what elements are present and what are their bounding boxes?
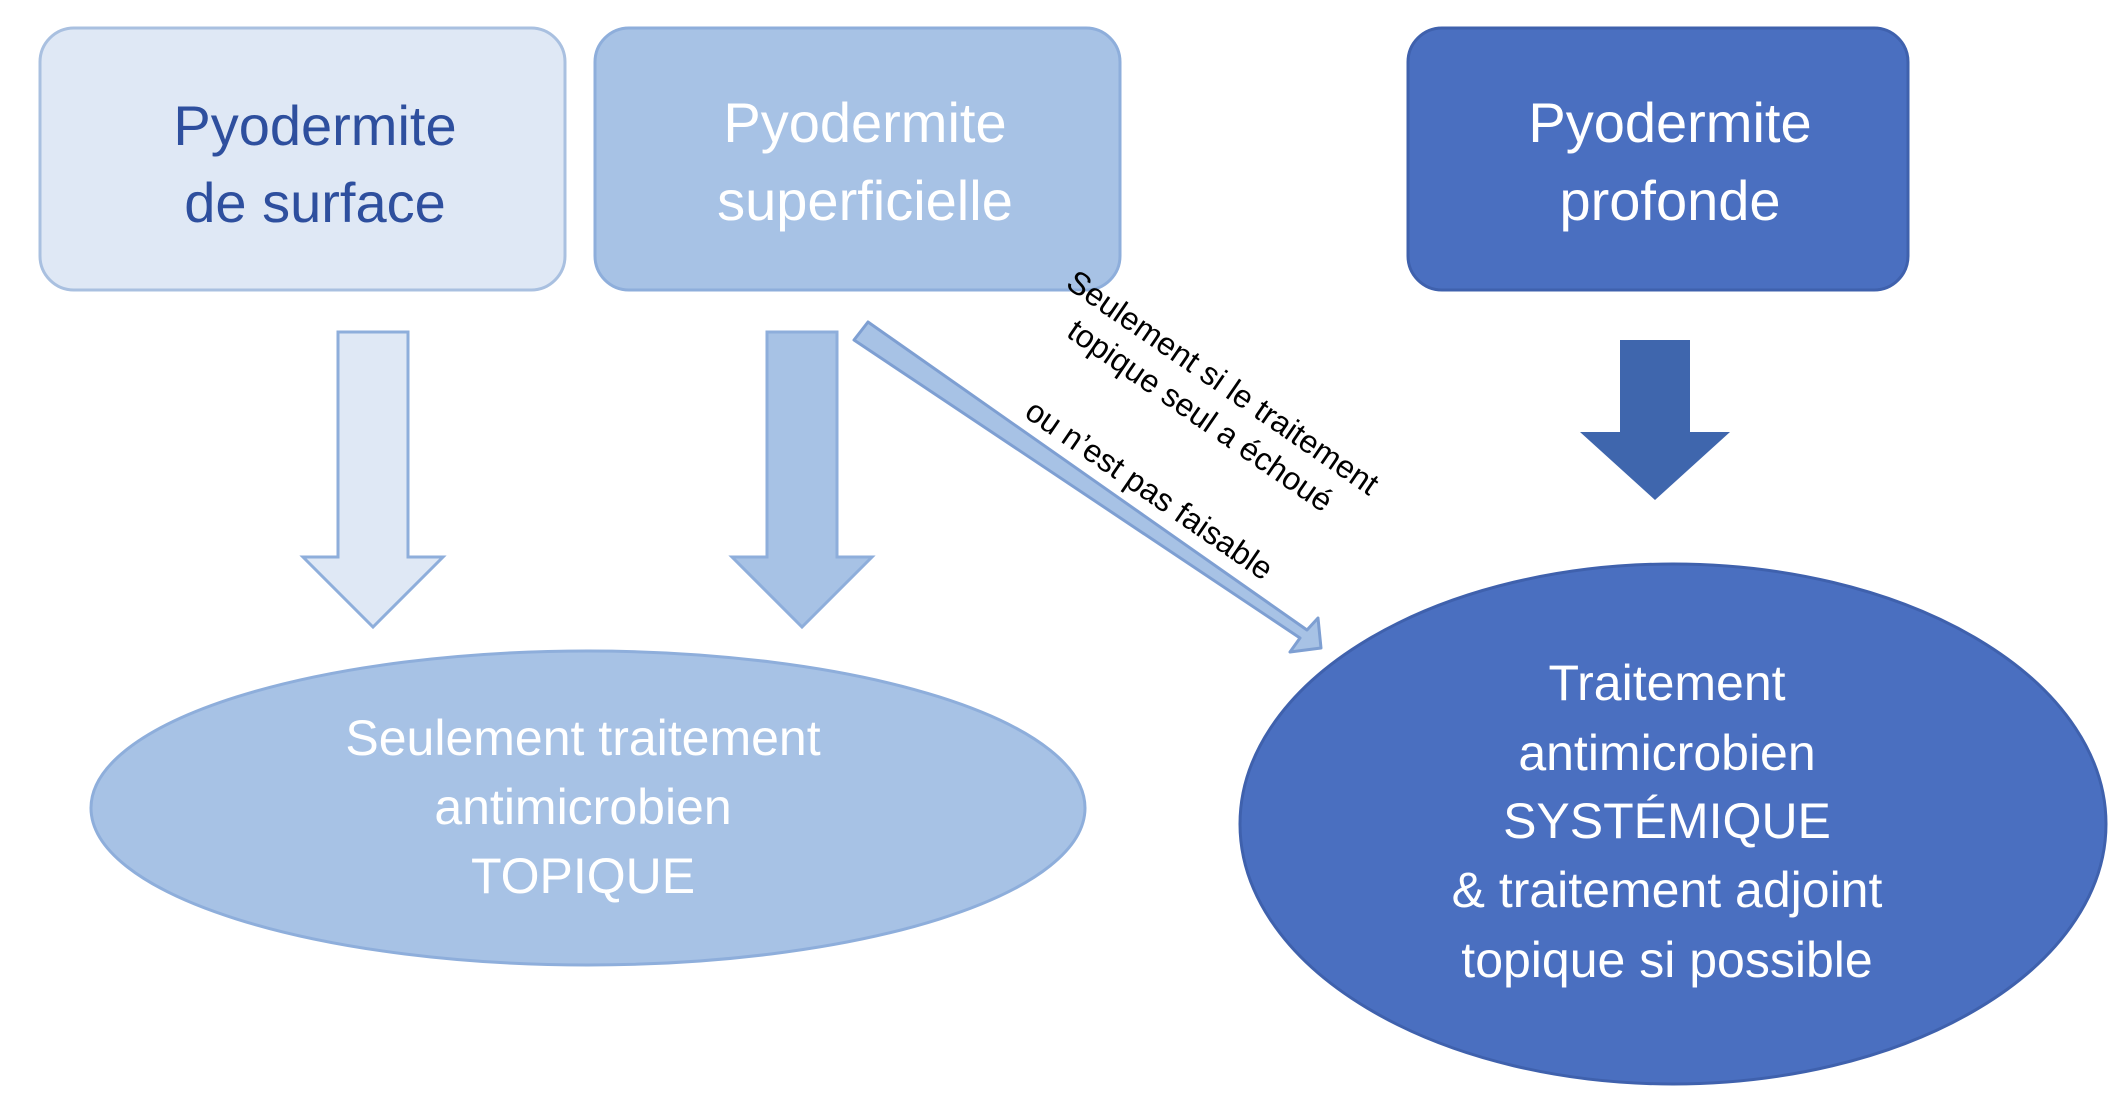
outcome-topical-shape bbox=[89, 649, 1087, 967]
arrow-surface-to-topical bbox=[299, 330, 447, 630]
outcome-topical-line1: Seulement traitement bbox=[345, 710, 820, 766]
outcome-topical-line3: TOPIQUE bbox=[471, 848, 695, 904]
outcome-systemic-treatment: Traitement antimicrobien SYSTÉMIQUE & tr… bbox=[1238, 562, 2108, 1086]
box-surface-shape bbox=[38, 26, 567, 292]
outcome-systemic-line5: topique si possible bbox=[1461, 932, 1872, 988]
arrow-superficial-to-topical bbox=[728, 330, 876, 630]
outcome-topical-treatment: Seulement traitement antimicrobien TOPIQ… bbox=[89, 649, 1087, 967]
box-deep-line1: Pyodermite bbox=[1528, 91, 1811, 154]
box-surface-line2: de surface bbox=[184, 171, 446, 234]
outcome-systemic-line2: antimicrobien bbox=[1518, 725, 1815, 781]
box-superficial-line1: Pyodermite bbox=[723, 91, 1006, 154]
outcome-systemic-shape bbox=[1238, 562, 2108, 1086]
box-deep-shape bbox=[1406, 26, 1910, 292]
outcome-systemic-line4: & traitement adjoint bbox=[1452, 862, 1883, 918]
box-superficial-shape bbox=[593, 26, 1122, 292]
arrow-superficial-to-systemic bbox=[852, 320, 1323, 654]
box-surface-pyoderma: Pyodermite de surface bbox=[38, 26, 567, 292]
box-deep-pyoderma: Pyodermite profonde bbox=[1406, 26, 1910, 292]
box-surface-line1: Pyodermite bbox=[173, 94, 456, 157]
outcome-topical-line2: antimicrobien bbox=[434, 779, 731, 835]
box-superficial-pyoderma: Pyodermite superficielle bbox=[593, 26, 1122, 292]
box-superficial-line2: superficielle bbox=[717, 169, 1013, 232]
arrow-deep-to-systemic bbox=[1580, 340, 1730, 500]
box-deep-line2: profonde bbox=[1559, 169, 1780, 232]
outcome-systemic-line3: SYSTÉMIQUE bbox=[1503, 793, 1831, 849]
outcome-systemic-line1: Traitement bbox=[1548, 655, 1785, 711]
